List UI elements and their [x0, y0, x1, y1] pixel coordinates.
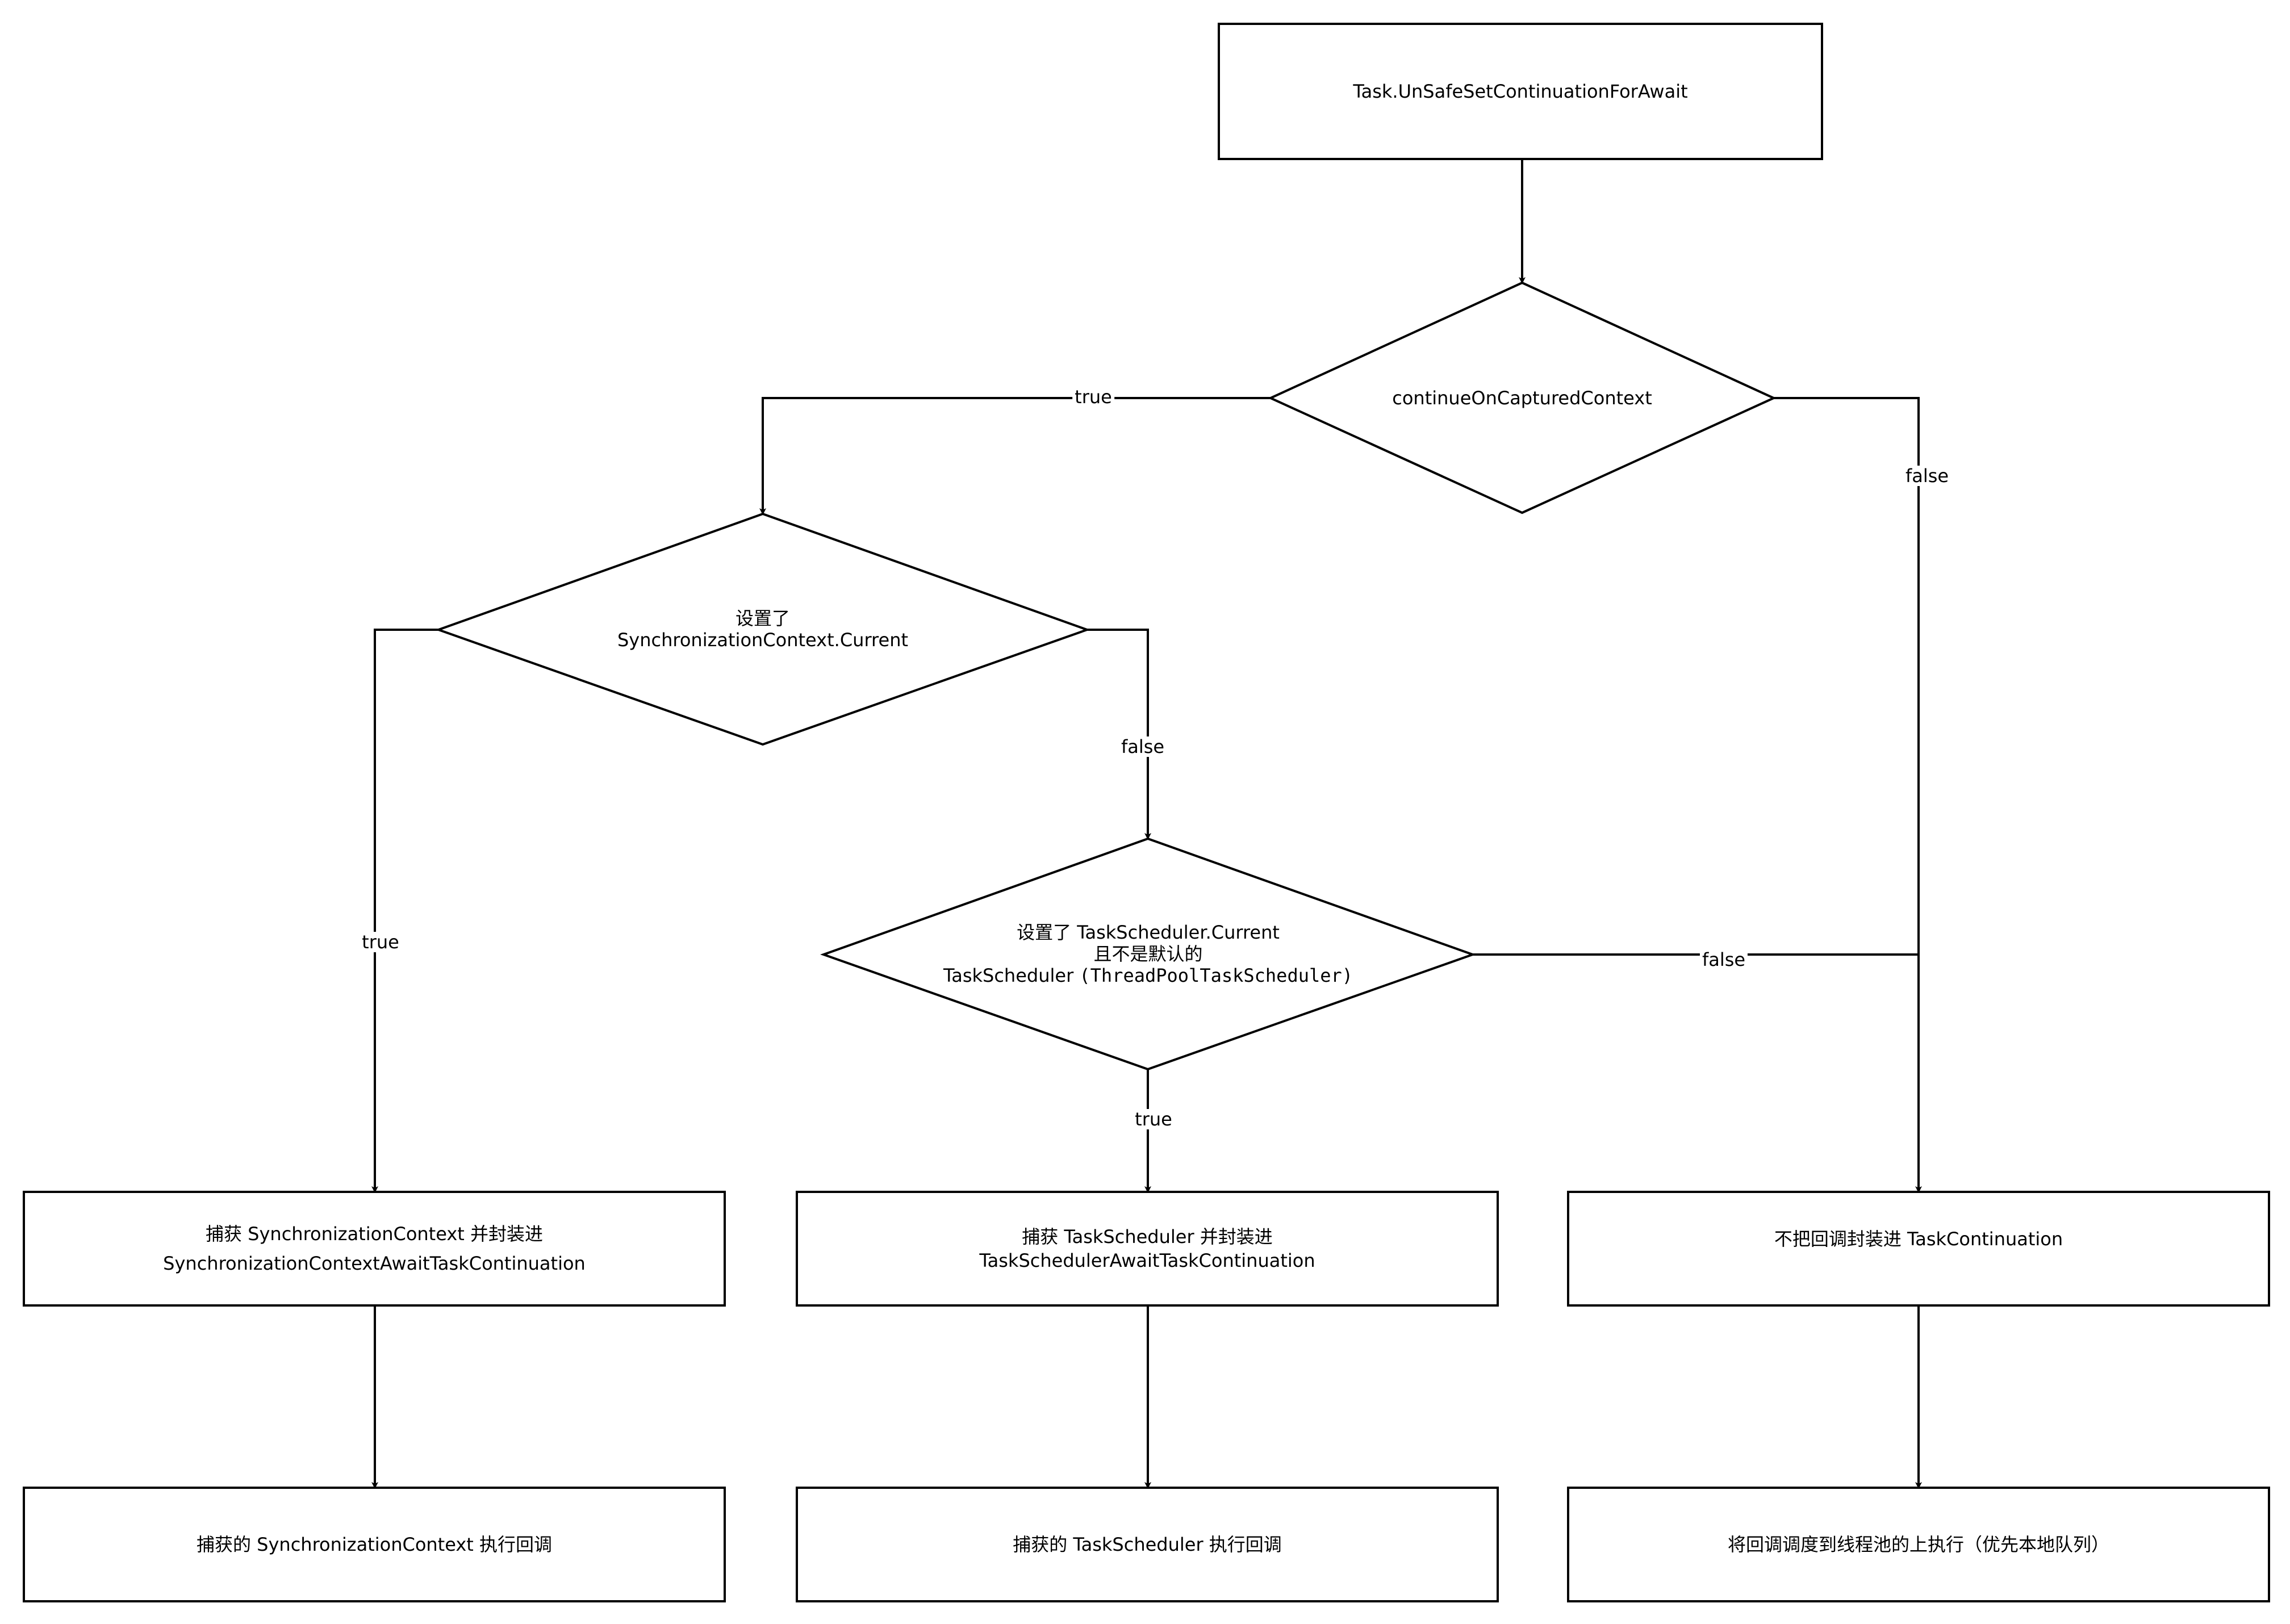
- edge-label-sync-false: false: [1118, 736, 1167, 757]
- capture-sync-label: 捕获 SynchronizationContext 并封装进 Synchroni…: [24, 1192, 725, 1305]
- edge-label-scheduler-false: false: [1699, 949, 1748, 970]
- capture-sync-box: [23, 1191, 726, 1307]
- start-box: [1218, 23, 1823, 160]
- edge-label-captured-true: true: [1072, 387, 1114, 407]
- exec-sync-label: 捕获的 SynchronizationContext 执行回调: [24, 1488, 725, 1601]
- edge-sync-true: [371, 629, 438, 1193]
- edge-sync-false: [1087, 629, 1151, 840]
- exec-scheduler-box: [796, 1487, 1499, 1602]
- start-label: Task.UnSafeSetContinuationForAwait: [1219, 24, 1822, 159]
- edge-label-scheduler-true: true: [1133, 1109, 1175, 1129]
- edge-captured-false: [1774, 397, 1922, 1193]
- capture-sync-line2: SynchronizationContextAwaitTaskContinuat…: [163, 1253, 586, 1274]
- decision-captured-label: continueOnCapturedContext: [1271, 283, 1774, 513]
- exec-threadpool-text: 将回调调度到线程池的上执行（优先本地队列）: [1727, 1534, 2109, 1555]
- no-wrap-text: 不把回调封装进 TaskContinuation: [1774, 1228, 2063, 1250]
- exec-threadpool-label: 将回调调度到线程池的上执行（优先本地队列）: [1568, 1488, 2269, 1601]
- decision-scheduler-line2: 且不是默认的: [1093, 943, 1203, 965]
- decision-scheduler-label: 设置了 TaskScheduler.Current 且不是默认的 TaskSch…: [824, 839, 1473, 1069]
- decision-sync-line1: 设置了: [735, 608, 790, 629]
- decision-sync-diamond: [435, 512, 1090, 746]
- capture-scheduler-label: 捕获 TaskScheduler 并封装进 TaskSchedulerAwait…: [797, 1192, 1498, 1305]
- no-wrap-label: 不把回调封装进 TaskContinuation: [1568, 1192, 2269, 1286]
- exec-threadpool-box: [1567, 1487, 2270, 1602]
- capture-scheduler-box: [796, 1191, 1499, 1307]
- decision-scheduler-line3: TaskScheduler (ThreadPoolTaskScheduler): [943, 965, 1353, 986]
- edge-label-sync-true: true: [360, 932, 402, 952]
- start-text: Task.UnSafeSetContinuationForAwait: [1353, 81, 1688, 102]
- capture-scheduler-line2: TaskSchedulerAwaitTaskContinuation: [979, 1250, 1315, 1271]
- capture-scheduler-line1: 捕获 TaskScheduler 并封装进: [1022, 1226, 1273, 1248]
- decision-scheduler-line3-a: TaskScheduler: [943, 965, 1080, 986]
- decision-captured-text: continueOnCapturedContext: [1392, 387, 1652, 409]
- decision-sync-label: 设置了 SynchronizationContext.Current: [438, 514, 1087, 744]
- decision-scheduler-line1: 设置了 TaskScheduler.Current: [1017, 922, 1280, 943]
- exec-sync-text: 捕获的 SynchronizationContext 执行回调: [196, 1534, 553, 1555]
- decision-scheduler-line3-b: (ThreadPoolTaskScheduler): [1079, 965, 1353, 986]
- exec-sync-box: [23, 1487, 726, 1602]
- edge-captured-true: [759, 397, 1271, 515]
- exec-scheduler-text: 捕获的 TaskScheduler 执行回调: [1013, 1534, 1282, 1555]
- exec-scheduler-label: 捕获的 TaskScheduler 执行回调: [797, 1488, 1498, 1601]
- decision-captured-diamond: [1268, 281, 1777, 514]
- decision-sync-line2: SynchronizationContext.Current: [617, 629, 909, 651]
- capture-sync-line1: 捕获 SynchronizationContext 并封装进: [205, 1223, 544, 1245]
- edge-label-captured-false: false: [1903, 466, 1951, 486]
